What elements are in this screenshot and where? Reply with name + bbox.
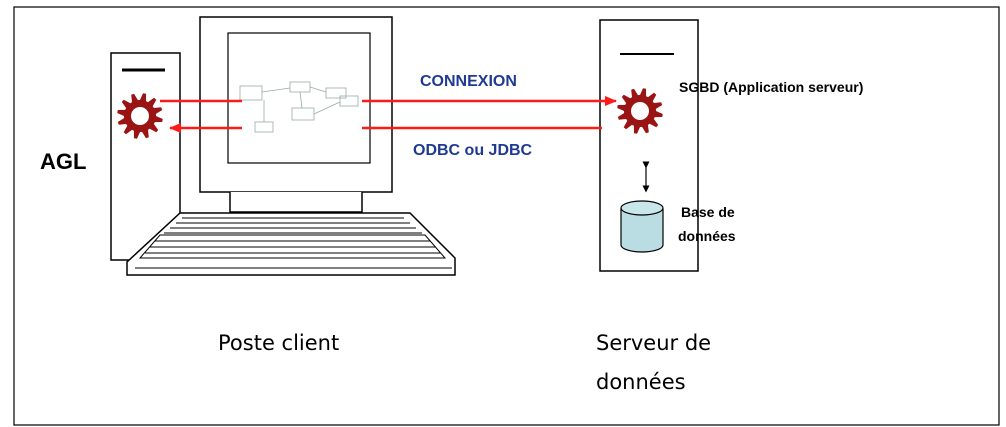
client-keyboard bbox=[126, 212, 456, 276]
database-cylinder-icon bbox=[620, 200, 664, 253]
monitor-stand bbox=[229, 192, 363, 213]
label-base-line2: données bbox=[678, 228, 736, 244]
monitor-screen bbox=[227, 32, 371, 164]
label-base-line1: Base de bbox=[681, 204, 735, 220]
label-sgbd: SGBD (Application serveur) bbox=[679, 79, 863, 95]
screen-flowchart-icon bbox=[239, 81, 359, 133]
label-serveur-line2: données bbox=[596, 370, 686, 394]
client-monitor bbox=[199, 16, 393, 213]
label-agl: AGL bbox=[40, 149, 86, 174]
label-poste-client: Poste client bbox=[218, 331, 339, 355]
gear-icon bbox=[617, 88, 663, 134]
gear-icon bbox=[117, 93, 163, 139]
label-connexion: CONNEXION bbox=[420, 73, 517, 90]
label-odbc-jdbc: ODBC ou JDBC bbox=[413, 142, 533, 159]
figure-frame bbox=[13, 6, 1000, 426]
label-serveur-line1: Serveur de bbox=[596, 331, 711, 355]
